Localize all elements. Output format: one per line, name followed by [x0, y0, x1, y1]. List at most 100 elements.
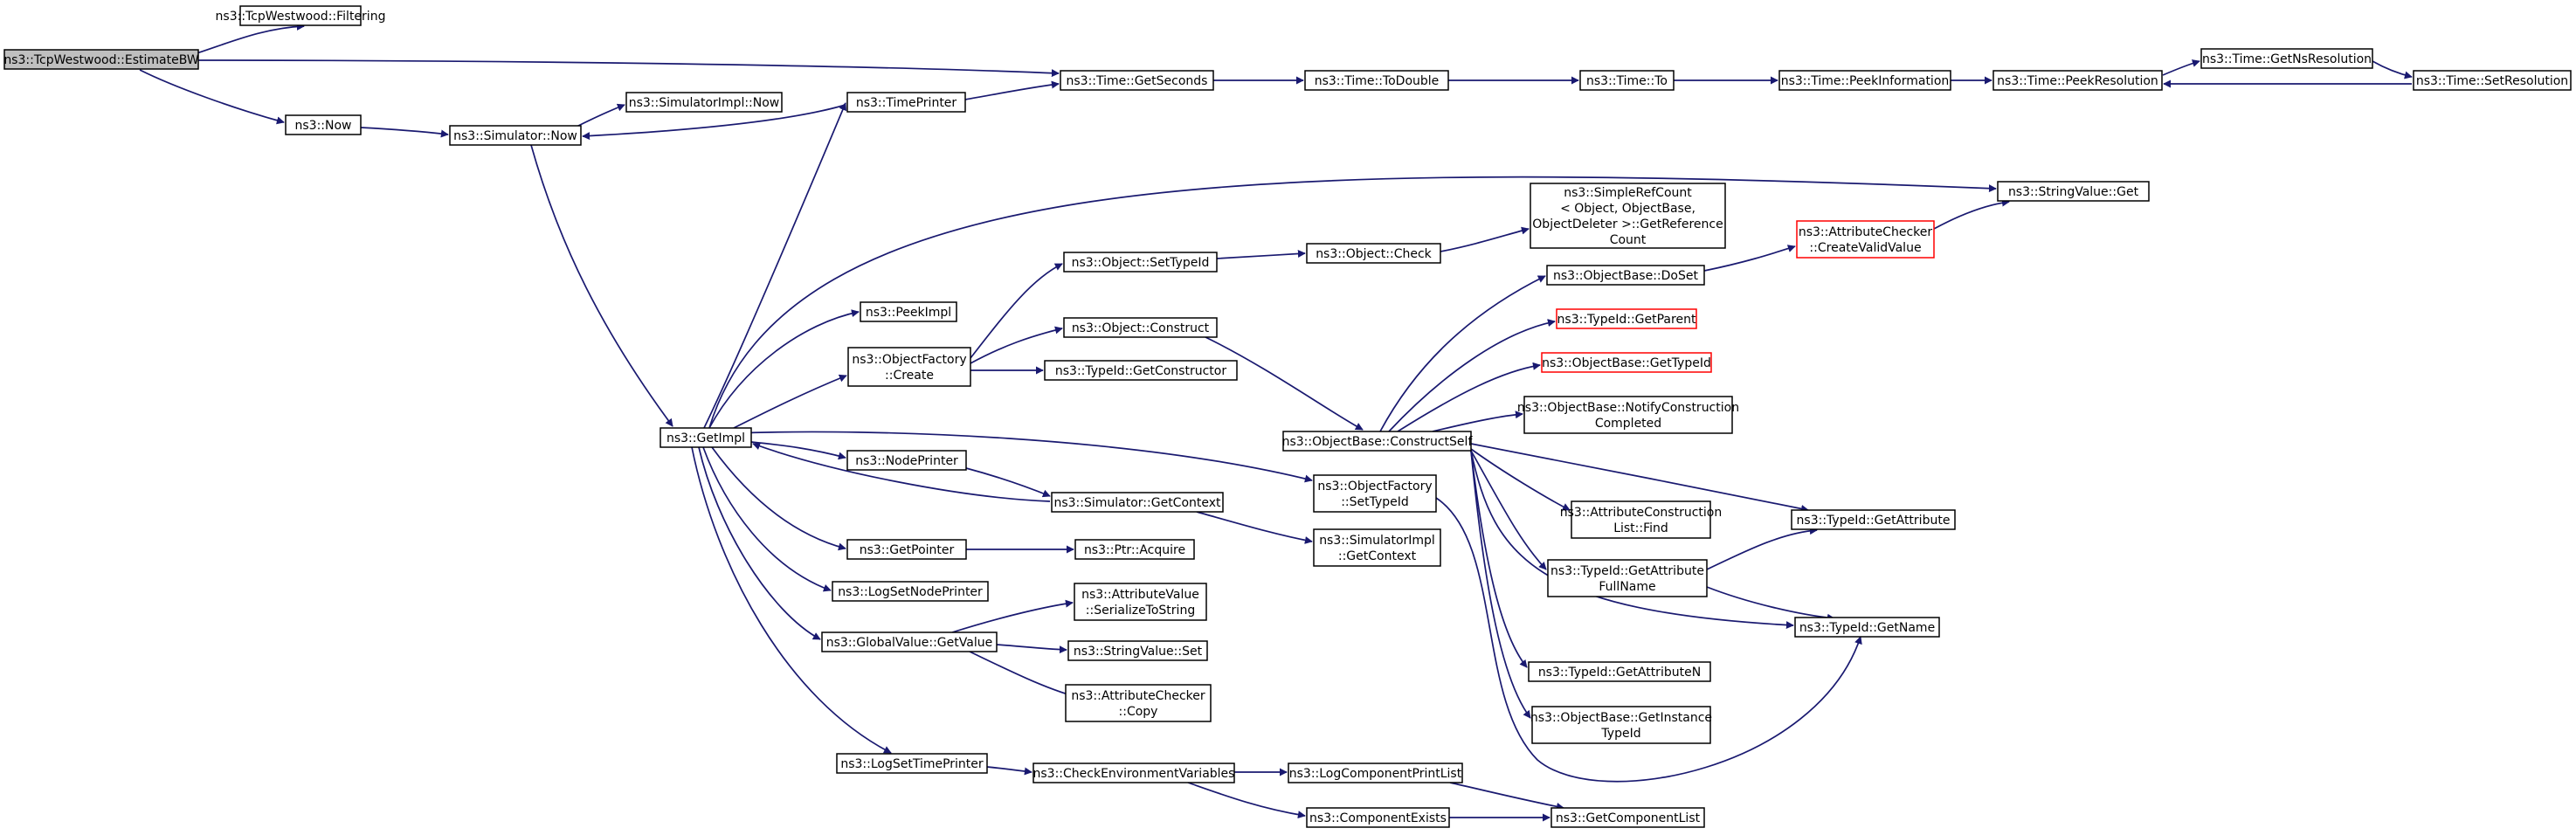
- node-getpointer[interactable]: ns3::GetPointer: [846, 539, 967, 560]
- node-estimate-bw[interactable]: ns3::TcpWestwood::EstimateBW: [3, 49, 199, 70]
- node-obj-check[interactable]: ns3::Object::Check: [1306, 243, 1441, 264]
- node-label: ns3::AttributeConstruction: [1560, 506, 1722, 520]
- node-label: ns3::LogSetNodePrinter: [838, 585, 983, 599]
- node-label: ns3::TypeId::GetParent: [1557, 313, 1696, 327]
- edge-getimpl-to-timeprinter: [703, 102, 847, 429]
- edge-typeid_getattrfullname-to-typeid_getattribute: [1706, 527, 1818, 570]
- node-box: [847, 347, 971, 387]
- node-logsetnodeprinter[interactable]: ns3::LogSetNodePrinter: [832, 581, 989, 602]
- node-label: ::GetContext: [1338, 549, 1417, 563]
- edge-sim_getcontext-to-getimpl: [752, 442, 1051, 502]
- node-label: Count: [1610, 233, 1647, 247]
- node-getseconds[interactable]: ns3::Time::GetSeconds: [1060, 70, 1214, 91]
- node-label: ns3::TypeId::GetConstructor: [1055, 364, 1226, 378]
- node-timeprinter[interactable]: ns3::TimePrinter: [846, 92, 966, 113]
- node-label: ns3::GlobalValue::GetValue: [826, 636, 992, 650]
- node-label: ns3::ObjectBase::GetTypeId: [1542, 356, 1711, 370]
- node-box: [1791, 509, 1956, 530]
- node-simimpl-getcontext[interactable]: ns3::SimulatorImpl::GetContext: [1313, 528, 1441, 567]
- node-box: [1065, 684, 1212, 722]
- node-attrvalue-serialize[interactable]: ns3::AttributeValue::SerializeToString: [1074, 583, 1207, 621]
- node-label: ns3::Now: [295, 119, 352, 133]
- node-box: [2200, 48, 2373, 69]
- node-box: [625, 92, 783, 113]
- node-obj-settypeid[interactable]: ns3::Object::SetTypeId: [1063, 252, 1218, 273]
- edge-peekres-to-getnsres: [2162, 59, 2200, 76]
- node-label: ns3::Time::PeekInformation: [1781, 74, 1950, 88]
- edge-getimpl-to-objfactory_create: [733, 374, 847, 429]
- node-ptr-acquire[interactable]: ns3::Ptr::Acquire: [1074, 539, 1195, 560]
- edge-timeprinter-to-sim_now: [582, 104, 846, 141]
- node-obj-construct[interactable]: ns3::Object::Construct: [1063, 317, 1218, 338]
- node-sim-now[interactable]: ns3::Simulator::Now: [449, 125, 582, 146]
- node-nodeprinter[interactable]: ns3::NodePrinter: [846, 450, 967, 471]
- node-label: ns3::Time::ToDouble: [1315, 74, 1440, 88]
- node-label: TypeId: [1600, 727, 1640, 741]
- node-label: ::Copy: [1119, 705, 1158, 719]
- node-label: ::SetTypeId: [1341, 495, 1409, 509]
- node-box: [1546, 265, 1705, 286]
- node-box: [1528, 661, 1711, 682]
- node-simplerefcount[interactable]: ns3::SimpleRefCount< Object, ObjectBase,…: [1530, 183, 1726, 249]
- node-peekres[interactable]: ns3::Time::PeekResolution: [1992, 70, 2163, 91]
- node-objfactory-settypeid[interactable]: ns3::ObjectFactory::SetTypeId: [1313, 474, 1437, 513]
- node-label: ns3::TcpWestwood::EstimateBW: [3, 53, 199, 67]
- node-box: [1063, 317, 1218, 338]
- node-getcomponentlist[interactable]: ns3::GetComponentList: [1550, 807, 1705, 828]
- node-box: [1304, 70, 1449, 91]
- node-objfactory-create[interactable]: ns3::ObjectFactory::Create: [847, 347, 971, 387]
- node-attrchecker-createvalid[interactable]: ns3::AttributeChecker::CreateValidValue: [1796, 220, 1935, 259]
- node-objbase-doset[interactable]: ns3::ObjectBase::DoSet: [1546, 265, 1705, 286]
- node-typeid-getconstructor[interactable]: ns3::TypeId::GetConstructor: [1044, 360, 1238, 381]
- node-checkenv[interactable]: ns3::CheckEnvironmentVariables: [1032, 763, 1235, 783]
- edge-globalvalue_getvalue-to-stringvalue_set: [996, 644, 1067, 654]
- node-label: ns3::ObjectBase::ConstructSelf: [1282, 435, 1474, 449]
- node-objbase-constructself[interactable]: ns3::ObjectBase::ConstructSelf: [1282, 431, 1474, 452]
- node-label: ns3::ObjectBase::NotifyConstruction: [1517, 401, 1739, 415]
- node-box: [1051, 492, 1224, 513]
- node-globalvalue-getvalue[interactable]: ns3::GlobalValue::GetValue: [821, 631, 998, 652]
- edge-globalvalue_getvalue-to-attrvalue_serialize: [951, 599, 1074, 633]
- node-box: [1796, 220, 1935, 259]
- node-simimpl-now[interactable]: ns3::SimulatorImpl::Now: [625, 92, 783, 113]
- edge-timeprinter-to-getseconds: [964, 80, 1060, 100]
- node-label: ns3::Time::GetNsResolution: [2202, 52, 2372, 66]
- edge-getimpl-to-peekimpl: [708, 309, 860, 429]
- node-logsettimeprinter[interactable]: ns3::LogSetTimePrinter: [836, 753, 988, 774]
- node-peekimpl[interactable]: ns3::PeekImpl: [860, 301, 957, 322]
- node-typeid-getattribute[interactable]: ns3::TypeId::GetAttribute: [1791, 509, 1956, 530]
- node-label: ns3::SimulatorImpl: [1319, 534, 1435, 548]
- node-getimpl[interactable]: ns3::GetImpl: [660, 427, 752, 448]
- node-todouble[interactable]: ns3::Time::ToDouble: [1304, 70, 1449, 91]
- node-typeid-getname[interactable]: ns3::TypeId::GetName: [1794, 617, 1940, 638]
- node-label: ns3::TypeId::GetAttribute: [1797, 514, 1951, 528]
- node-label: ns3::Object::Construct: [1072, 321, 1210, 335]
- node-typeid-getattrn[interactable]: ns3::TypeId::GetAttributeN: [1528, 661, 1711, 682]
- node-box: [1992, 70, 2163, 91]
- node-label: ns3::TypeId::GetAttributeN: [1538, 666, 1701, 680]
- node-stringvalue-set[interactable]: ns3::StringValue::Set: [1067, 640, 1208, 661]
- node-to[interactable]: ns3::Time::To: [1579, 70, 1675, 91]
- node-sim-getcontext[interactable]: ns3::Simulator::GetContext: [1051, 492, 1224, 513]
- node-objbase-notify[interactable]: ns3::ObjectBase::NotifyConstructionCompl…: [1517, 396, 1739, 434]
- node-filtering[interactable]: ns3::TcpWestwood::Filtering: [216, 5, 386, 26]
- node-setres[interactable]: ns3::Time::SetResolution: [2413, 70, 2572, 91]
- node-logcomponentprintlist[interactable]: ns3::LogComponentPrintList: [1288, 763, 1463, 783]
- node-attrchecker-copy[interactable]: ns3::AttributeChecker::Copy: [1065, 684, 1212, 722]
- node-now[interactable]: ns3::Now: [285, 114, 362, 135]
- edge-estimate_bw-to-filtering: [193, 22, 305, 55]
- node-stringvalue-get[interactable]: ns3::StringValue::Get: [1997, 181, 2150, 202]
- edge-typeid_getattrfullname-to-typeid_getname: [1706, 586, 1835, 622]
- node-componentexists[interactable]: ns3::ComponentExists: [1306, 807, 1450, 828]
- node-getnsres[interactable]: ns3::Time::GetNsResolution: [2200, 48, 2373, 69]
- node-typeid-getparent[interactable]: ns3::TypeId::GetParent: [1556, 308, 1697, 329]
- node-objbase-gettypeid[interactable]: ns3::ObjectBase::GetTypeId: [1541, 352, 1712, 373]
- node-peekinfo[interactable]: ns3::Time::PeekInformation: [1778, 70, 1951, 91]
- node-box: [836, 753, 988, 774]
- edge-obj_construct-to-objbase_constructself: [1205, 336, 1364, 431]
- edge-objbase_constructself-to-typeid_getparent: [1388, 319, 1556, 432]
